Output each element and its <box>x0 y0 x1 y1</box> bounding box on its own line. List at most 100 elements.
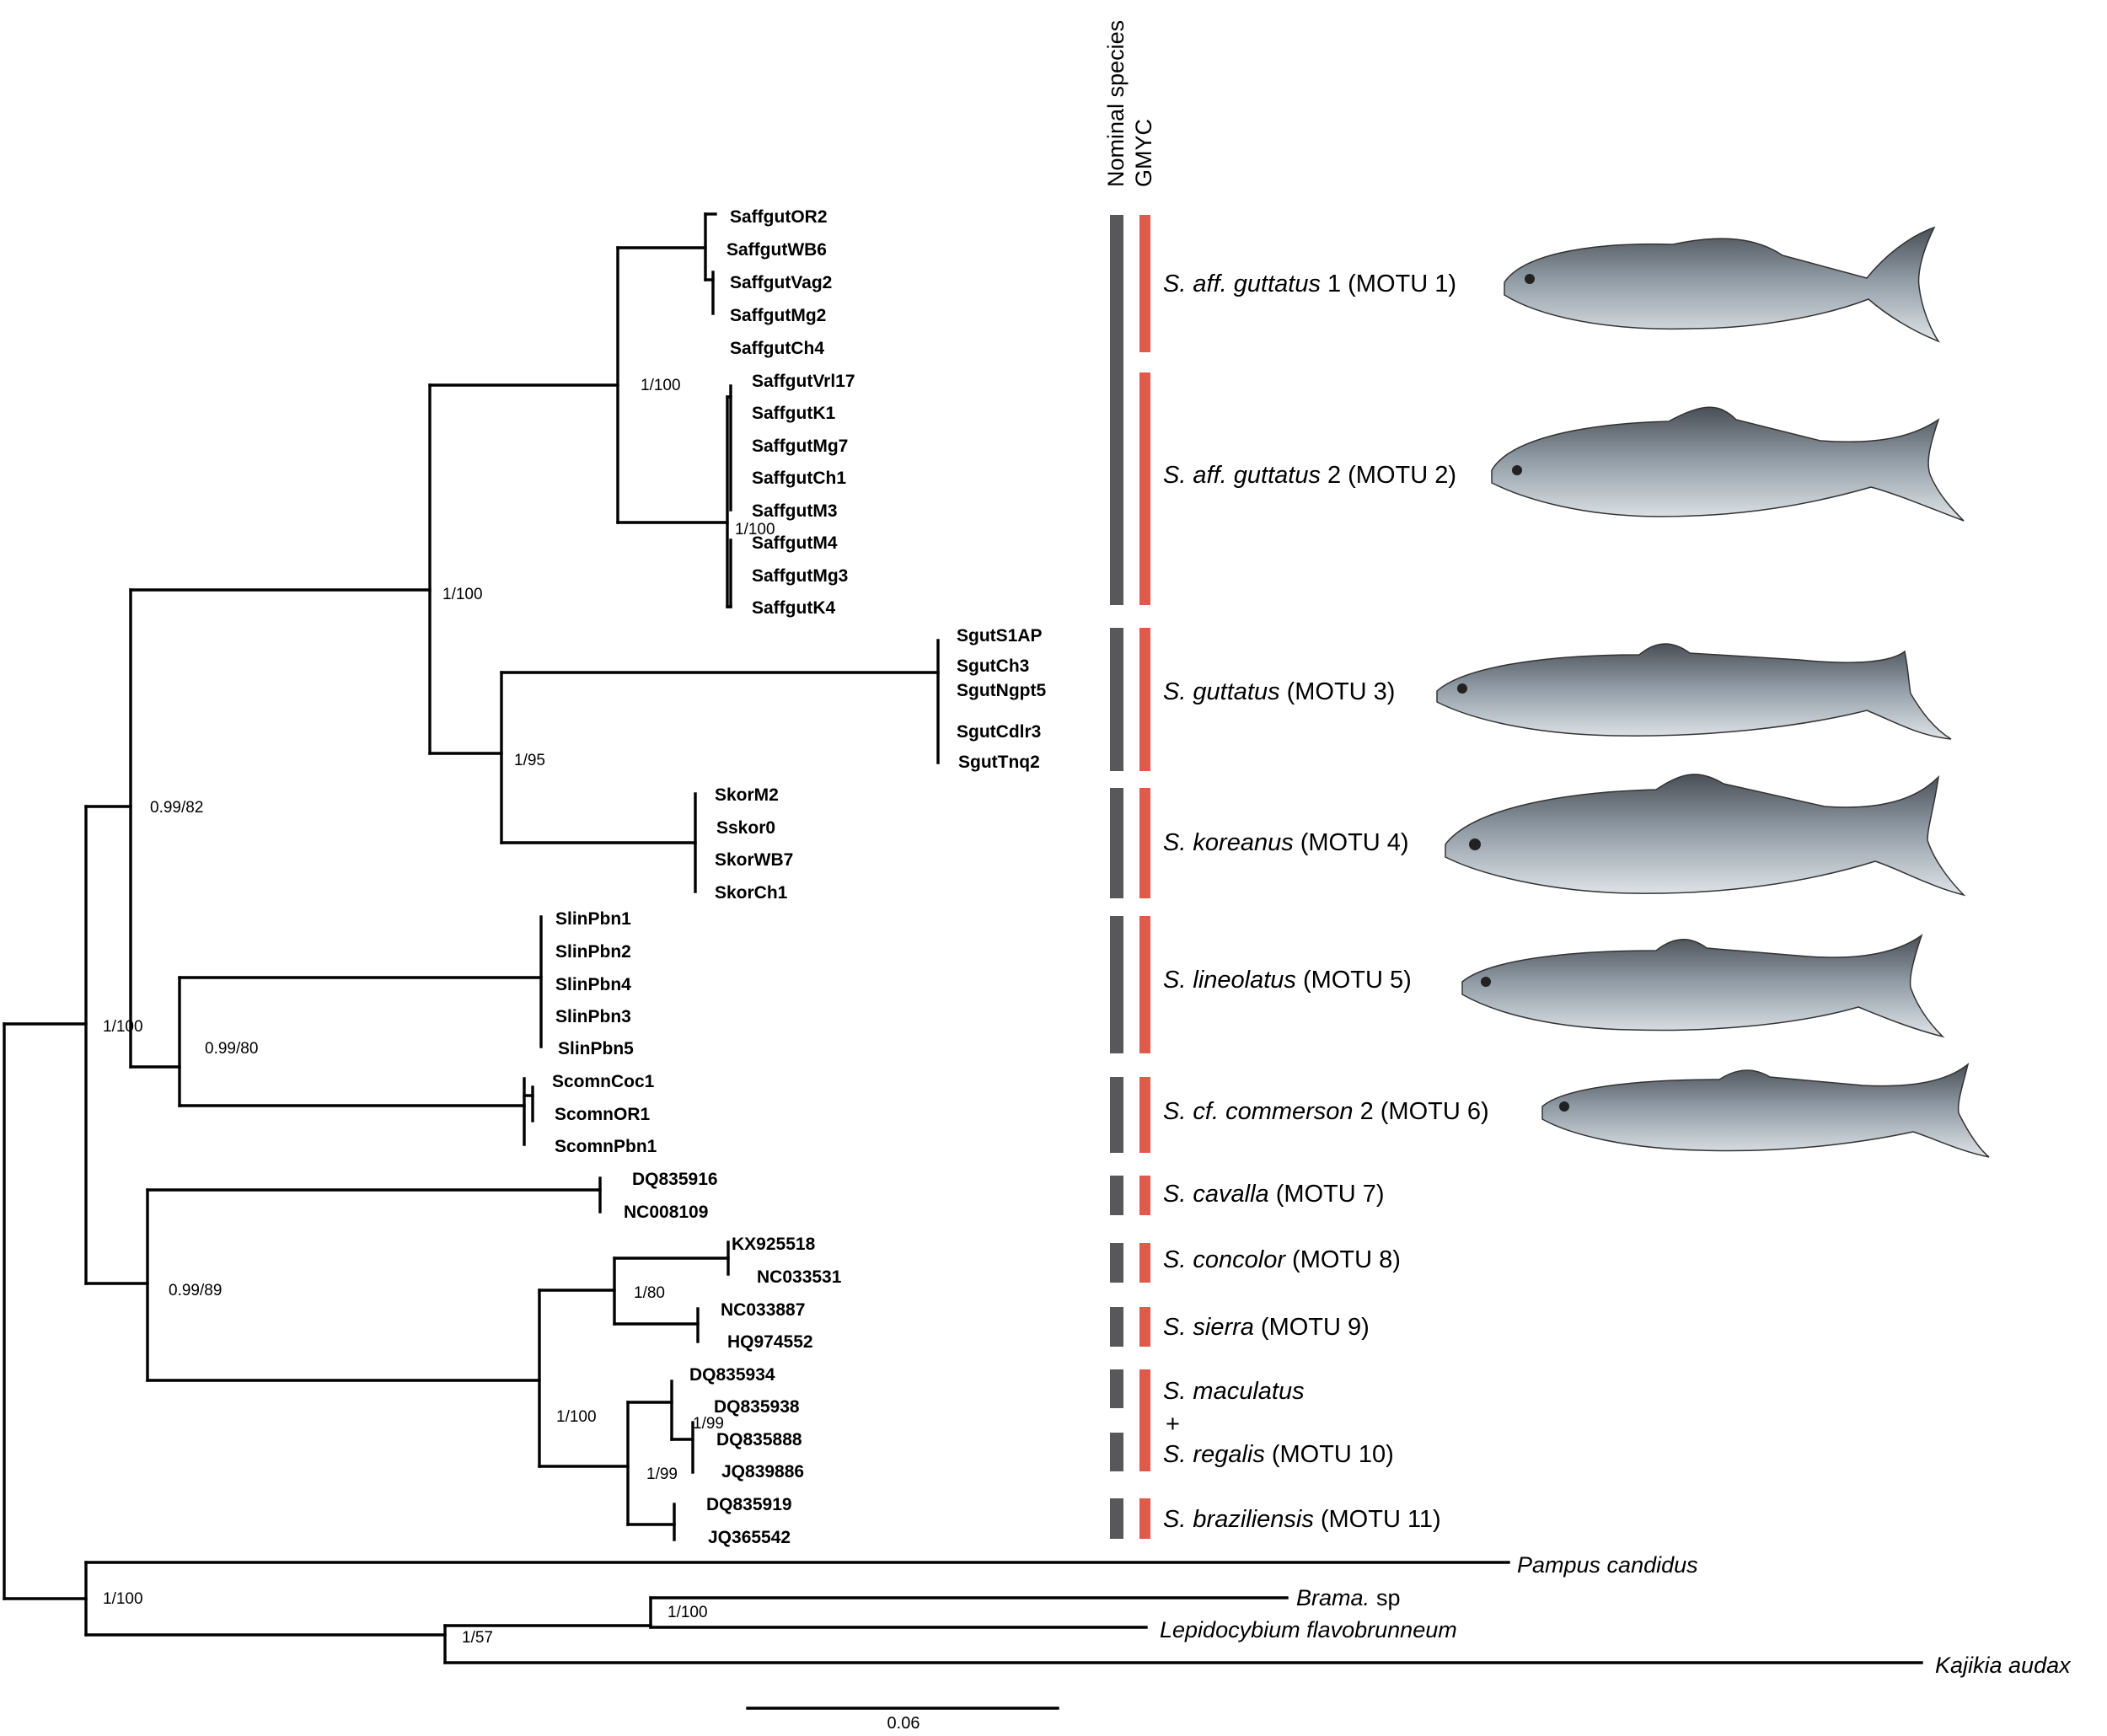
support-value: 1/100 <box>556 1408 597 1426</box>
species-label: S.sierra(MOTU 9) <box>1163 1314 1370 1341</box>
species-label: S.concolor(MOTU 8) <box>1163 1246 1401 1273</box>
fish-image <box>1541 1063 1990 1158</box>
scale-bar: 0.06 <box>746 1707 1059 1733</box>
leaf-label: SaffgutCh4 <box>730 339 824 358</box>
outgroup-label: Pampus candidus <box>1517 1552 1698 1578</box>
leaf-label: SaffgutVrl17 <box>752 372 855 391</box>
fish-image <box>1461 934 1945 1038</box>
tree-branches <box>3 212 1923 1664</box>
gmyc-bar <box>1139 628 1150 771</box>
leaf-label: SaffgutMg2 <box>730 306 826 325</box>
fish-images <box>1436 226 1990 1158</box>
support-value: 1/100 <box>667 1604 708 1621</box>
leaf-labels: SaffgutOR2 SaffgutWB6 SaffgutVag2 Saffgu… <box>552 207 1046 1547</box>
leaf-label: NC033531 <box>757 1267 842 1287</box>
nominal-bar <box>1110 1307 1123 1347</box>
leaf-label: DQ835934 <box>689 1365 775 1385</box>
support-value: 1/100 <box>735 521 775 538</box>
leaf-label: NC008109 <box>624 1203 708 1222</box>
nominal-bar <box>1110 1369 1123 1408</box>
leaf-label: SaffgutK1 <box>752 404 835 423</box>
leaf-label: SkorWB7 <box>715 850 793 870</box>
leaf-label: SgutNgpt5 <box>957 681 1046 700</box>
support-value: 0.99/80 <box>205 1040 258 1058</box>
outgroup-label: Kajikia audax <box>1935 1653 2072 1678</box>
leaf-label: SlinPbn4 <box>555 975 631 994</box>
gmyc-bar <box>1139 1176 1150 1215</box>
species-label: S.koreanus(MOTU 4) <box>1163 829 1409 856</box>
support-value: 1/95 <box>514 752 545 769</box>
outgroup-label: Brama.sp <box>1296 1585 1401 1610</box>
support-value: 0.99/82 <box>150 799 203 817</box>
gmyc-bar <box>1139 1498 1150 1539</box>
leaf-label: ScomnPbn1 <box>555 1137 657 1156</box>
gmyc-bar <box>1139 916 1150 1053</box>
outgroup-labels: Pampus candidus Brama.sp Lepidocybium fl… <box>1160 1552 2072 1678</box>
leaf-label: SaffgutCh1 <box>752 469 846 488</box>
leaf-label: DQ835916 <box>632 1170 718 1189</box>
nominal-species-bars <box>1110 215 1123 1539</box>
nominal-bar <box>1110 1077 1123 1153</box>
species-label: S.maculatus <box>1163 1378 1305 1405</box>
support-value: 0.99/89 <box>169 1282 222 1299</box>
leaf-label: SkorCh1 <box>715 883 788 903</box>
leaf-label: SlinPbn2 <box>555 942 631 962</box>
nominal-bar <box>1110 788 1123 898</box>
leaf-label: SaffgutMg7 <box>752 437 848 456</box>
support-values: 1/100 1/100 1/100 1/95 0.99/82 0.99/80 1… <box>103 377 775 1647</box>
leaf-label: DQ835919 <box>706 1495 792 1514</box>
leaf-label: HQ974552 <box>727 1332 813 1352</box>
leaf-label: SlinPbn3 <box>555 1007 631 1026</box>
leaf-label: SgutTnq2 <box>958 753 1040 772</box>
fish-image <box>1504 226 1940 343</box>
leaf-label: JQ365542 <box>708 1528 791 1547</box>
leaf-label: SgutS1AP <box>957 626 1043 646</box>
gmyc-bar <box>1139 788 1150 898</box>
leaf-label: JQ839886 <box>721 1462 804 1481</box>
support-value: 1/57 <box>462 1629 493 1647</box>
leaf-label: SgutCh3 <box>957 656 1029 676</box>
plus-sign: + <box>1166 1411 1180 1438</box>
nominal-species-header: Nominal species <box>1103 20 1129 187</box>
gmyc-bar <box>1139 1243 1150 1283</box>
nominal-bar <box>1110 1433 1123 1471</box>
support-value: 1/99 <box>693 1415 724 1433</box>
support-value: 1/100 <box>442 586 483 603</box>
leaf-label: SaffgutWB6 <box>726 240 827 260</box>
leaf-label: SaffgutMg3 <box>752 566 848 586</box>
leaf-label: Sskor0 <box>716 818 775 838</box>
leaf-label: SaffgutVag2 <box>730 273 832 292</box>
leaf-label: NC033887 <box>721 1300 805 1320</box>
leaf-label: SaffgutOR2 <box>730 207 828 227</box>
gmyc-header: GMYC <box>1131 119 1156 187</box>
leaf-label: SaffgutM4 <box>752 533 838 553</box>
leaf-label: KX925518 <box>732 1235 816 1254</box>
leaf-label: DQ835888 <box>716 1430 802 1449</box>
gmyc-bar <box>1139 1307 1150 1347</box>
gmyc-bars <box>1139 215 1150 1539</box>
gmyc-bar <box>1139 215 1150 352</box>
fish-image <box>1436 643 1952 740</box>
leaf-label: SlinPbn5 <box>558 1039 634 1058</box>
species-label: S.cavalla(MOTU 7) <box>1163 1181 1385 1208</box>
support-value: 1/99 <box>646 1465 678 1483</box>
species-label: S.braziliensis(MOTU 11) <box>1163 1506 1441 1533</box>
species-label: S.lineolatus(MOTU 5) <box>1163 967 1412 994</box>
nominal-bar <box>1110 628 1123 771</box>
species-label: S.guttatus(MOTU 3) <box>1163 678 1395 705</box>
fish-image <box>1445 774 1966 897</box>
species-label: S.regalis(MOTU 10) <box>1163 1441 1394 1468</box>
nominal-bar <box>1110 1243 1123 1283</box>
scale-bar-label: 0.06 <box>887 1714 920 1733</box>
nominal-bar <box>1110 215 1123 605</box>
leaf-label: ScomnCoc1 <box>552 1072 655 1091</box>
leaf-label: ScomnOR1 <box>555 1105 651 1124</box>
gmyc-bar <box>1139 1077 1150 1153</box>
gmyc-bar <box>1139 372 1150 605</box>
nominal-bar <box>1110 916 1123 1053</box>
support-value: 1/100 <box>641 377 681 394</box>
